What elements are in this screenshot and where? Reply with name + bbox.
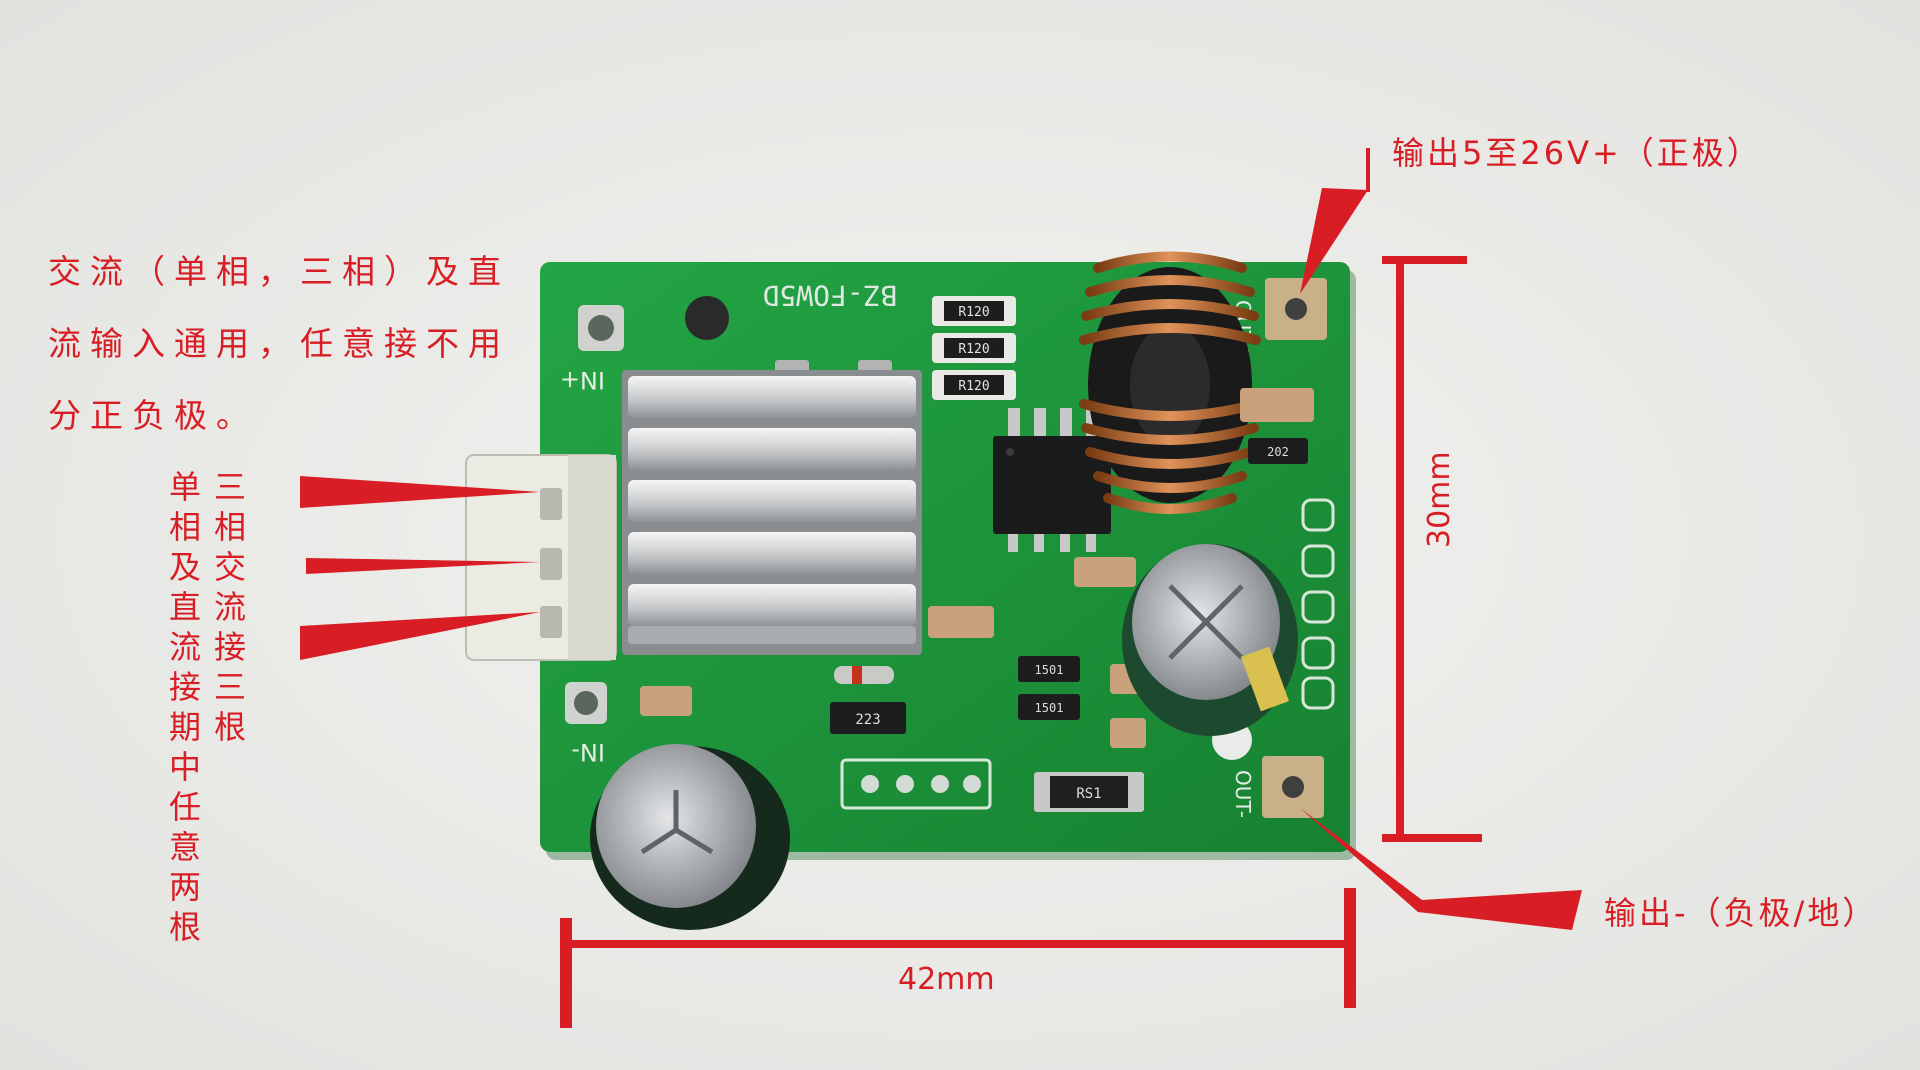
smd-capacitor (1074, 557, 1136, 587)
smd-resistor-r120: R120 (932, 333, 1016, 363)
silkscreen-in-minus: IN- (571, 738, 605, 766)
smd-resistor-202: 202 (1248, 438, 1308, 464)
electrolytic-capacitor-input (590, 744, 790, 930)
height-dimension-label: 30mm (1422, 451, 1457, 548)
single-phase-dc-wiring-note: 单相及直流接期中任意两根 (164, 470, 202, 950)
svg-text:1501: 1501 (1035, 701, 1064, 715)
output-negative-pointer (1300, 808, 1582, 930)
sense-resistor: RS1 (1034, 772, 1144, 812)
silkscreen-model: BZ-FOW5D (763, 279, 898, 312)
svg-text:1501: 1501 (1035, 663, 1064, 677)
aluminium-heatsink (622, 370, 922, 655)
header-pads (1301, 498, 1335, 710)
smd-resistor-1501: 1501 (1018, 694, 1080, 720)
mounting-hole (565, 682, 607, 724)
output-positive-pointer (1300, 148, 1370, 294)
smd-resistor-1501: 1501 (1018, 656, 1080, 682)
black-round-component (685, 296, 729, 340)
svg-text:R120: R120 (958, 342, 989, 357)
input-description-note: 交流（单相，三相）及直流输入通用，任意接不用分正负极。 (48, 252, 510, 435)
svg-text:223: 223 (855, 712, 880, 728)
toroid-inductor (1079, 251, 1261, 514)
ic-chip (993, 418, 1111, 552)
input-terminal-connector (465, 454, 617, 661)
smd-capacitor (1110, 718, 1146, 748)
output-negative-label: 输出-（负极/地） (1604, 894, 1878, 932)
svg-text:RS1: RS1 (1076, 786, 1101, 802)
silkscreen-out-minus: OUT- (1231, 770, 1255, 818)
output-negative-pad (1262, 756, 1324, 818)
smd-resistor-r120: R120 (932, 370, 1016, 400)
smd-capacitor (928, 606, 994, 638)
height-dimension-line (1382, 256, 1482, 842)
input-arrows (300, 476, 540, 660)
smd-resistor-r120: R120 (932, 296, 1016, 326)
silkscreen-in-plus: IN+ (560, 366, 605, 394)
svg-text:R120: R120 (958, 305, 989, 320)
svg-text:R120: R120 (958, 379, 989, 394)
svg-text:202: 202 (1267, 445, 1289, 459)
mounting-hole (578, 305, 624, 351)
width-dimension-label: 42mm (898, 962, 995, 997)
smd-capacitor (1240, 388, 1314, 422)
output-positive-pad (1265, 278, 1327, 340)
three-phase-wiring-note: 三相交流接三根 (209, 470, 247, 750)
smd-resistor-223: 223 (830, 702, 906, 734)
smd-capacitor (640, 686, 692, 716)
diode-glass (834, 666, 894, 684)
electrolytic-capacitor-output (1122, 544, 1298, 736)
bottom-pad-row (840, 758, 992, 810)
width-dimension-line (560, 888, 1356, 1028)
output-positive-label: 输出5至26V+（正极） (1392, 134, 1762, 172)
